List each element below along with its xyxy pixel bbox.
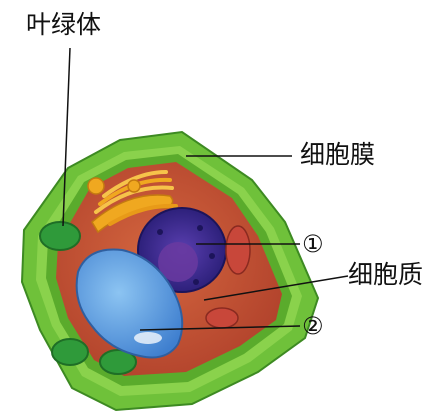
label-chloroplast: 叶绿体 [26, 12, 101, 37]
chloroplast [40, 222, 80, 250]
mitochondrion [206, 308, 238, 328]
mitochondrion [226, 226, 250, 274]
label-marker-2: ② [302, 314, 324, 338]
label-marker-1: ① [302, 232, 324, 256]
vesicle [88, 178, 104, 194]
label-cell-membrane: 细胞膜 [300, 142, 375, 167]
label-cytoplasm: 细胞质 [348, 262, 423, 287]
vesicle [128, 180, 140, 192]
chloroplast [52, 339, 88, 365]
